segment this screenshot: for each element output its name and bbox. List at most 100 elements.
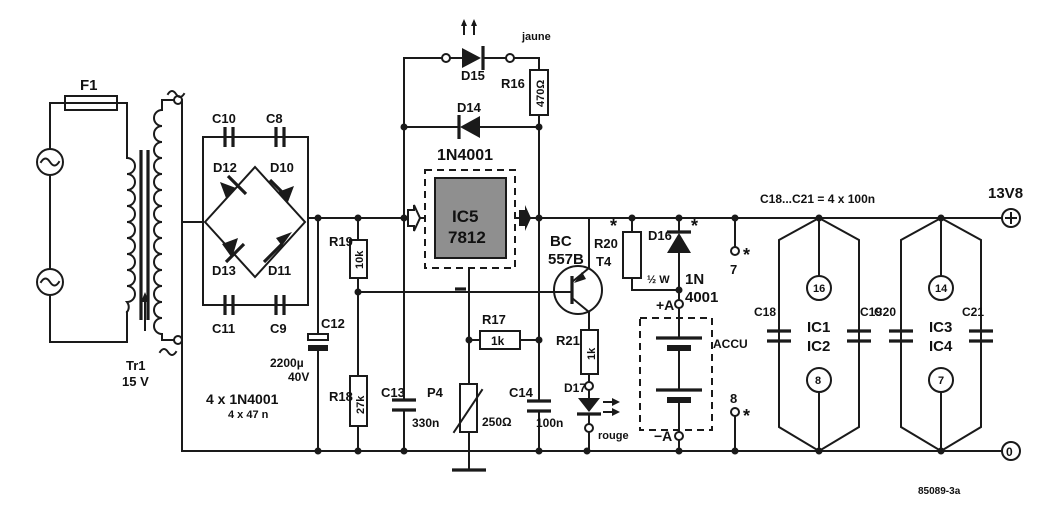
resistor-r21: R21 1k — [556, 329, 599, 383]
output-terminal-ground: 0 — [1001, 441, 1021, 461]
caps-note: C18...C21 = 4 x 100n — [760, 192, 875, 206]
d17-color: rouge — [598, 430, 629, 442]
r16-ref: R16 — [501, 76, 525, 91]
led-d17: D17 rouge — [564, 381, 629, 452]
diode-d13-label: D13 — [212, 263, 236, 278]
c18-label: C18 — [754, 305, 776, 319]
transformer-voltage: 15 V — [122, 374, 149, 389]
cap-c8-label: C8 — [266, 111, 283, 126]
t4-ref: T4 — [596, 254, 612, 269]
pin8-star: * — [743, 406, 750, 426]
transformer-ref: Tr1 — [126, 358, 146, 373]
ic-group-2: 14 7 IC3 IC4 C20 C21 — [874, 216, 993, 453]
pin7-label: 7 — [730, 262, 737, 277]
d16-type-line1: 1N — [685, 271, 704, 288]
c13-value: 330n — [412, 416, 439, 430]
transformer-tr1: Tr1 15 V — [122, 90, 186, 389]
ic1-label: IC1 — [807, 319, 830, 336]
r20-power: ½ W — [647, 274, 670, 286]
bridge-cap-type: 4 x 47 n — [228, 409, 269, 421]
bridge-diode-type: 4 x 1N4001 — [206, 391, 279, 407]
pin7-star: * — [743, 245, 750, 265]
d15-color: jaune — [521, 31, 551, 43]
r21-value: 1k — [586, 347, 598, 360]
ic3-bottom-pin: 7 — [938, 375, 944, 387]
r20-star: * — [610, 216, 617, 236]
diode-d14: D14 1N4001 — [403, 100, 540, 164]
diode-d11-label: D11 — [268, 263, 291, 278]
capacitor-c14: C14 100n — [509, 217, 563, 452]
resistor-r17: R17 1k — [465, 312, 543, 350]
figure-code: 85089-3a — [918, 486, 961, 497]
ic2-label: IC2 — [807, 338, 830, 355]
c12-voltage: 40V — [288, 370, 309, 384]
diode-d10-label: D10 — [270, 160, 294, 175]
resistor-r19: R19 10k — [329, 217, 368, 377]
ic5-ref: IC5 — [452, 207, 478, 226]
d16-ref: D16 — [648, 228, 672, 243]
d17-ref: D17 — [564, 381, 586, 395]
r16-value: 470Ω — [535, 80, 547, 107]
ic-group-1: 16 8 IC1 IC2 C18 C19 — [754, 216, 882, 453]
accu-plus-label: +A — [656, 297, 674, 313]
potentiometer-p4: P4 250Ω — [427, 339, 512, 472]
ic3-label: IC3 — [929, 319, 952, 336]
t4-type-line1: BC — [550, 233, 572, 250]
p4-ref: P4 — [427, 385, 444, 400]
c12-value: 2200µ — [270, 356, 304, 370]
c19-label: C19 — [860, 305, 882, 319]
battery-accu: +A ACCU −A — [639, 297, 748, 452]
output-terminal-positive: 13V8 — [988, 185, 1023, 228]
r19-ref: R19 — [329, 234, 353, 249]
t4-type-line2: 557B — [548, 251, 584, 268]
c13-ref: C13 — [381, 385, 405, 400]
accu-minus-label: −A — [654, 428, 672, 444]
r20-ref: R20 — [594, 236, 618, 251]
r18-value: 27k — [355, 395, 367, 414]
ic1-bottom-pin: 8 — [815, 375, 821, 387]
ground-label: 0 — [1006, 445, 1013, 459]
c21-label: C21 — [962, 305, 984, 319]
d16-star: * — [691, 216, 698, 236]
led-d15: D15 jaune — [403, 19, 551, 83]
pin-8: 8 * — [730, 391, 750, 452]
resistor-r18: R18 27k — [329, 375, 368, 452]
pin-7: * 7 — [730, 217, 750, 277]
p4-value: 250Ω — [482, 415, 512, 429]
resistor-r20: R20 * ½ W — [594, 216, 680, 291]
fuse-f1: F1 — [64, 77, 128, 159]
resistor-r16: R16 470Ω — [501, 69, 549, 219]
c14-ref: C14 — [509, 385, 534, 400]
pin8-label: 8 — [730, 391, 737, 406]
regulator-ic5: IC5 7812 — [407, 169, 531, 341]
diode-d16: D16 * 1N 4001 — [648, 216, 718, 306]
c20-label: C20 — [874, 305, 896, 319]
d16-type-line2: 4001 — [685, 289, 718, 306]
ic3-top-pin: 14 — [935, 283, 948, 295]
cap-c10-label: C10 — [212, 111, 236, 126]
output-voltage-label: 13V8 — [988, 185, 1023, 202]
cap-c11-label: C11 — [212, 321, 235, 336]
fuse-ref: F1 — [80, 77, 98, 94]
r18-ref: R18 — [329, 389, 353, 404]
r17-value: 1k — [491, 334, 505, 348]
diode-d12-label: D12 — [213, 160, 237, 175]
c12-ref: C12 — [321, 316, 345, 331]
ic4-label: IC4 — [929, 338, 953, 355]
cap-c9-label: C9 — [270, 321, 287, 336]
ic1-top-pin: 16 — [813, 283, 825, 295]
mains-input — [36, 102, 128, 343]
r17-ref: R17 — [482, 312, 506, 327]
capacitor-c13: C13 330n — [381, 57, 439, 452]
ic5-type: 7812 — [448, 228, 486, 247]
capacitor-c12: C12 2200µ 40V — [270, 217, 345, 452]
bridge-rectifier: C10 C8 C11 C9 D12 D10 D13 D11 4 x 1N4001… — [181, 99, 309, 452]
r19-value: 10k — [354, 250, 366, 269]
transistor-t4: BC 557B T4 — [548, 217, 612, 331]
accu-label: ACCU — [713, 337, 748, 351]
d14-type: 1N4001 — [437, 147, 493, 164]
c14-value: 100n — [536, 416, 563, 430]
d15-ref: D15 — [461, 68, 485, 83]
r21-ref: R21 — [556, 333, 580, 348]
